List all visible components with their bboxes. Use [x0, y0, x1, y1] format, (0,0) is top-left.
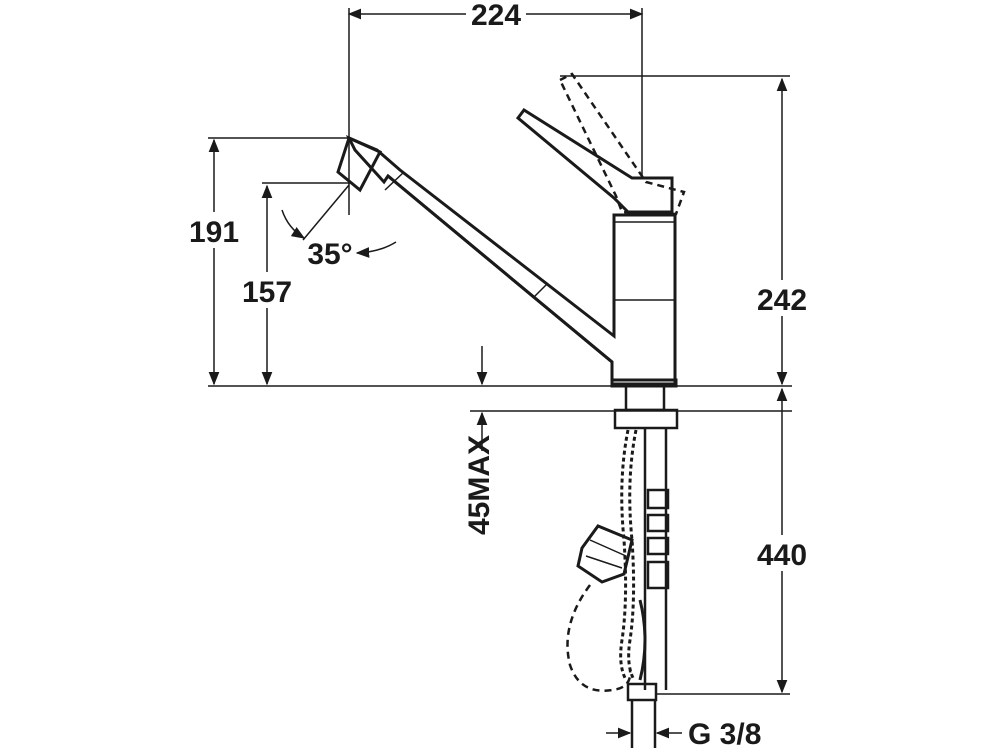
dimension-45max: 45MAX: [463, 346, 496, 535]
label-191: 191: [189, 216, 239, 249]
label-440: 440: [757, 539, 807, 572]
dimension-191: 191: [180, 137, 350, 386]
dimension-224: 224: [347, 0, 644, 215]
label-45max: 45MAX: [463, 435, 496, 535]
pullout-hose-loop: [566, 584, 632, 692]
dimension-157: 157: [232, 182, 350, 386]
label-157: 157: [242, 276, 292, 309]
label-g38: G 3/8: [688, 718, 761, 750]
label-35-deg: 35°: [307, 238, 352, 271]
lever-handle: [515, 107, 674, 214]
countertop-lines: [208, 385, 792, 412]
dimension-g38: G 3/8: [606, 700, 761, 750]
hose-weight: [576, 524, 634, 584]
label-224: 224: [471, 0, 521, 32]
spout-head: [336, 135, 383, 193]
hose-connectors: [626, 682, 658, 748]
lever-open-position: [558, 72, 686, 216]
supply-hoses: [619, 429, 647, 681]
label-242: 242: [757, 284, 807, 317]
dimension-242: 242: [560, 75, 818, 386]
dimension-440: 440: [655, 387, 818, 695]
angle-35: 35°: [281, 184, 397, 271]
